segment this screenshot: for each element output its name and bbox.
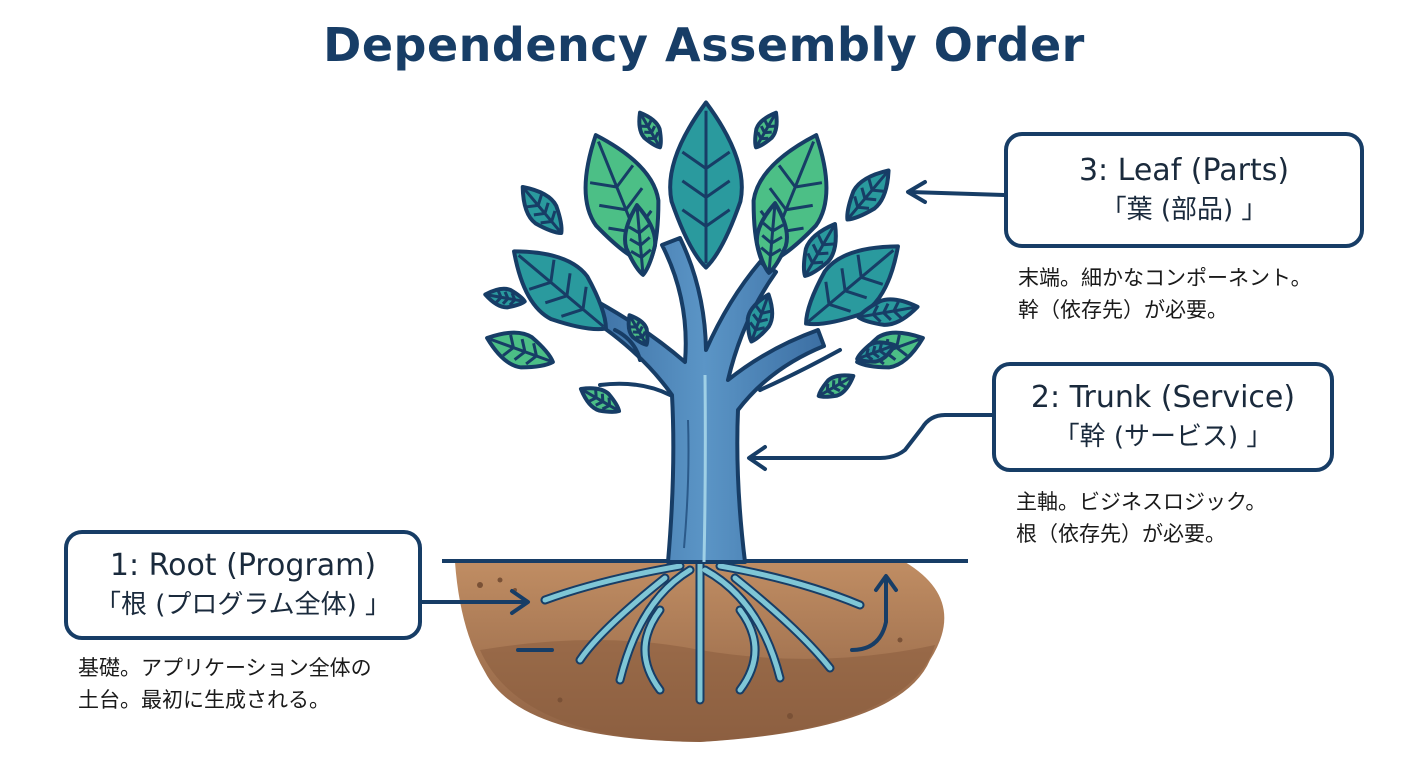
leaf-18	[745, 292, 775, 344]
leaf-9	[754, 201, 789, 275]
leaf-10	[512, 249, 608, 332]
roots	[540, 557, 865, 705]
leaf-2	[583, 133, 661, 267]
trunk-description: 主軸。ビジネスロジック。 根（依存先）が必要。	[1016, 486, 1266, 550]
trunk-callout-title: 2: Trunk (Service)	[1030, 380, 1296, 415]
leaf-16	[578, 386, 622, 414]
upward-arrow	[850, 576, 888, 652]
root-callout-subtitle: 「根 (プログラム全体) 」	[94, 590, 392, 620]
leaf-callout: 3: Leaf (Parts) 「葉 (部品) 」	[1004, 132, 1364, 248]
leaf-7	[845, 168, 891, 222]
leaves	[483, 100, 925, 414]
trunk	[583, 236, 826, 564]
leaf-callout-title: 3: Leaf (Parts)	[1078, 153, 1290, 188]
leaf-arrow	[908, 190, 1006, 197]
leaf-19	[626, 313, 650, 347]
leaf-6	[753, 110, 779, 150]
trunk-description-line2: 根（依存先）が必要。	[1016, 522, 1226, 546]
trunk-description-line1: 主軸。ビジネスロジック。	[1016, 490, 1267, 514]
trunk-arrow	[748, 413, 995, 460]
root-description: 基礎。アプリケーション全体の 土台。最初に生成される。	[78, 652, 372, 716]
root-description-line1: 基礎。アプリケーション全体の	[78, 656, 372, 680]
leaf-17	[816, 373, 856, 399]
leaf-callout-subtitle: 「葉 (部品) 」	[1100, 195, 1268, 225]
leaf-description-line1: 末端。細かなコンポーネント。	[1018, 266, 1312, 290]
leaf-8	[623, 203, 658, 277]
leaf-15	[856, 297, 920, 327]
root-callout: 1: Root (Program) 「根 (プログラム全体) 」	[64, 530, 422, 640]
arrows	[420, 180, 1006, 652]
leaf-1	[668, 100, 744, 270]
soil-dark-layer	[480, 640, 935, 742]
twigs	[598, 328, 842, 397]
leaf-14	[483, 286, 527, 310]
trunk-callout: 2: Trunk (Service) 「幹 (サービス) 」	[992, 362, 1334, 472]
root-description-line2: 土台。最初に生成される。	[78, 688, 330, 712]
leaf-12	[485, 330, 555, 370]
leaf-21	[801, 222, 838, 278]
leaf-description-line2: 幹（依存先）が必要。	[1018, 298, 1228, 322]
leaf-11	[804, 244, 900, 327]
soil-pebbles	[477, 577, 903, 719]
root-callout-title: 1: Root (Program)	[109, 548, 377, 583]
leaf-20	[855, 340, 897, 364]
trunk-callout-subtitle: 「幹 (サービス) 」	[1053, 422, 1273, 452]
leaf-5	[637, 110, 663, 150]
leaf-4	[520, 185, 564, 235]
leaf-description: 末端。細かなコンポーネント。 幹（依存先）が必要。	[1018, 262, 1312, 326]
page-title: Dependency Assembly Order	[323, 18, 1085, 72]
